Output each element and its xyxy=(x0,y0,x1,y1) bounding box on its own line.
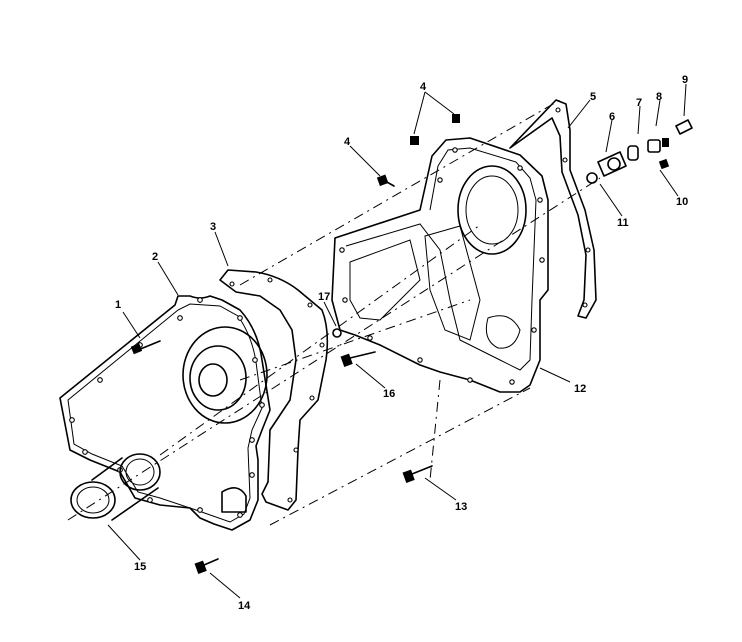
callout-3: 3 xyxy=(210,221,216,233)
callout-4a: 4 xyxy=(420,81,427,93)
callout-15: 15 xyxy=(134,561,146,573)
fasteners xyxy=(130,114,693,575)
callout-17: 17 xyxy=(318,291,330,303)
front-cover xyxy=(59,295,271,531)
capscrew-4-left xyxy=(376,174,395,187)
capscrew-1 xyxy=(130,340,161,355)
capscrew-16 xyxy=(340,351,376,368)
callout-10: 10 xyxy=(676,196,688,208)
callout-14: 14 xyxy=(238,600,251,612)
callout-5: 5 xyxy=(590,91,596,103)
callout-13: 13 xyxy=(455,501,467,513)
center-lines xyxy=(67,99,601,526)
o-ring-17 xyxy=(332,328,342,338)
callout-1: 1 xyxy=(115,299,121,311)
callout-4b: 4 xyxy=(344,136,351,148)
housing-gasket xyxy=(509,99,597,319)
gear-housing xyxy=(331,137,549,393)
callout-8: 8 xyxy=(656,91,662,103)
callout-16: 16 xyxy=(383,388,395,400)
callout-labels: 1 2 3 4 4 5 6 7 8 9 10 11 12 13 14 15 16… xyxy=(115,74,688,612)
seal-rings xyxy=(70,453,161,521)
callout-7: 7 xyxy=(636,97,642,109)
callout-11: 11 xyxy=(617,217,629,229)
callout-9: 9 xyxy=(682,74,688,86)
cover-gasket xyxy=(219,269,329,511)
leader-lines xyxy=(107,83,687,599)
callout-6: 6 xyxy=(609,111,615,123)
capscrew-13 xyxy=(402,465,433,484)
callout-2: 2 xyxy=(152,251,158,263)
callout-12: 12 xyxy=(574,383,586,395)
capscrew-4-top xyxy=(410,114,460,145)
plug-assembly xyxy=(586,119,693,184)
capscrew-14 xyxy=(194,558,219,575)
